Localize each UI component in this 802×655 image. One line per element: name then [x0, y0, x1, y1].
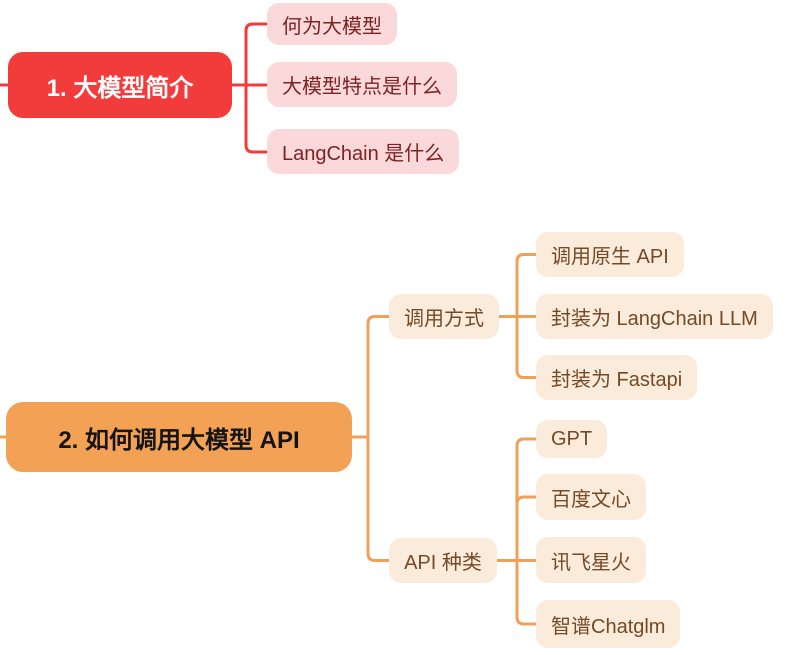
- connector-callmethods-trunk: [515, 253, 538, 379]
- node-zhipu-chatglm[interactable]: 智谱Chatglm: [536, 600, 681, 648]
- node-xunfei-spark[interactable]: 讯飞星火: [536, 537, 646, 583]
- node-gpt[interactable]: GPT: [536, 420, 608, 458]
- node-native-api[interactable]: 调用原生 API: [536, 232, 684, 277]
- node-langchain-llm-wrapper[interactable]: 封装为 LangChain LLM: [536, 294, 773, 339]
- connector-apitypes-to-gpt: [515, 437, 538, 562]
- node-root-1[interactable]: 1. 大模型简介: [8, 52, 232, 118]
- node-fastapi-wrapper[interactable]: 封装为 Fastapi: [536, 355, 698, 400]
- node-what-is-llm[interactable]: 何为大模型: [267, 3, 397, 45]
- node-call-methods[interactable]: 调用方式: [389, 294, 499, 339]
- node-what-is-langchain[interactable]: LangChain 是什么: [267, 129, 460, 174]
- connector-root2-trunk: [366, 315, 391, 562]
- connector-apitypes-to-chatglm: [515, 559, 538, 626]
- connector-apitypes-to-wenxin: [515, 495, 538, 562]
- node-root-2[interactable]: 2. 如何调用大模型 API: [6, 402, 352, 472]
- node-api-types[interactable]: API 种类: [389, 538, 497, 583]
- connector-root1-trunk: [244, 22, 270, 154]
- node-llm-features[interactable]: 大模型特点是什么: [267, 62, 457, 107]
- node-baidu-wenxin[interactable]: 百度文心: [536, 474, 646, 520]
